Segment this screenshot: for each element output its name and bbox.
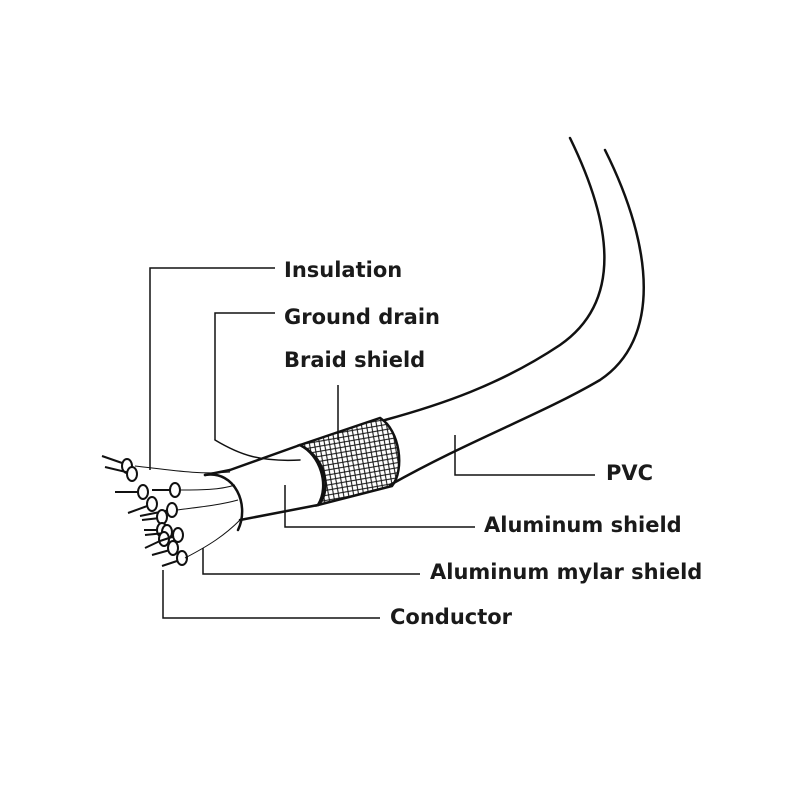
leader-aluminum-shield	[284, 485, 475, 528]
leader-insulation	[149, 267, 275, 470]
aluminum-shield-rim	[298, 443, 327, 507]
leader-pvc	[454, 435, 595, 476]
pvc-jacket-top	[383, 136, 606, 422]
label-conductor: Conductor	[390, 605, 513, 629]
leader-ground-drain	[214, 312, 275, 440]
aluminum-shield-bottom	[238, 503, 320, 522]
pvc-jacket-bottom	[388, 148, 645, 487]
aluminum-shield-top	[228, 443, 302, 472]
leader-aluminum-mylar-shield	[202, 548, 420, 575]
label-insulation: Insulation	[284, 258, 403, 282]
label-pvc: PVC	[606, 461, 654, 485]
label-braid-shield: Braid shield	[284, 348, 426, 372]
leader-lines	[149, 267, 595, 619]
insulation-wires	[134, 465, 241, 559]
braid-shield	[296, 416, 401, 507]
leader-conductor	[162, 570, 380, 619]
conductors	[101, 455, 188, 567]
label-aluminum-shield: Aluminum shield	[484, 513, 682, 537]
mylar-shield-rim	[203, 473, 244, 532]
label-ground-drain: Ground drain	[284, 305, 440, 329]
label-aluminum-mylar-shield: Aluminum mylar shield	[430, 560, 703, 584]
ground-drain-wire	[214, 439, 301, 462]
